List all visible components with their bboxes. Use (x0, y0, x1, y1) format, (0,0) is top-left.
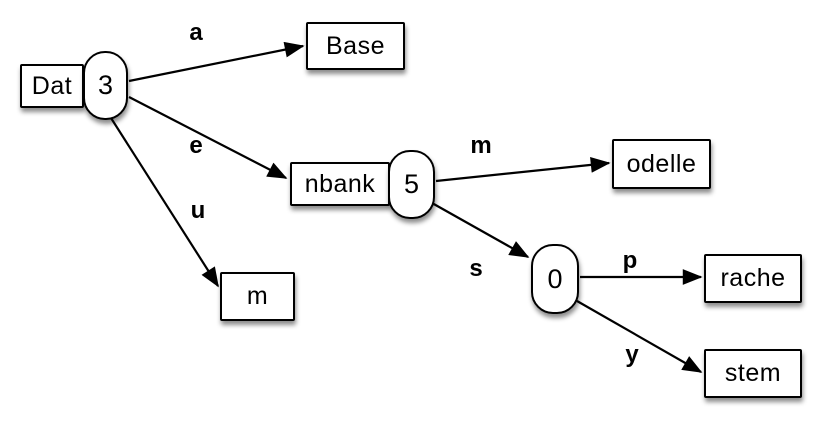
edge-label-u: u (190, 197, 206, 224)
edge-nbank-zero (431, 202, 530, 258)
edge-nbank-odelle (435, 157, 611, 183)
edge-root-nbank (128, 96, 288, 179)
edge-root-m (110, 117, 219, 288)
node-rache-box: rache (704, 254, 802, 303)
node-m-box: m (220, 272, 295, 321)
node-odelle-box: odelle (612, 139, 711, 189)
edge-label-s: s (469, 255, 483, 282)
edge-label-a: a (189, 19, 203, 46)
node-root-box: Dat (20, 64, 84, 108)
edge-root-base (128, 41, 305, 83)
node-base-box: Base (306, 22, 405, 70)
node-nbank-count-badge: 5 (388, 150, 435, 219)
edge-label-y: y (625, 341, 639, 368)
node-stem-box: stem (704, 349, 802, 398)
edge-label-p: p (622, 247, 638, 274)
edge-zero-stem (576, 300, 703, 373)
node-root-count-badge: 3 (83, 51, 128, 120)
edge-label-m: m (470, 132, 492, 159)
node-nbank-box: nbank (290, 162, 390, 206)
edge-label-e: e (189, 132, 203, 159)
node-zero-count-badge: 0 (531, 244, 579, 314)
